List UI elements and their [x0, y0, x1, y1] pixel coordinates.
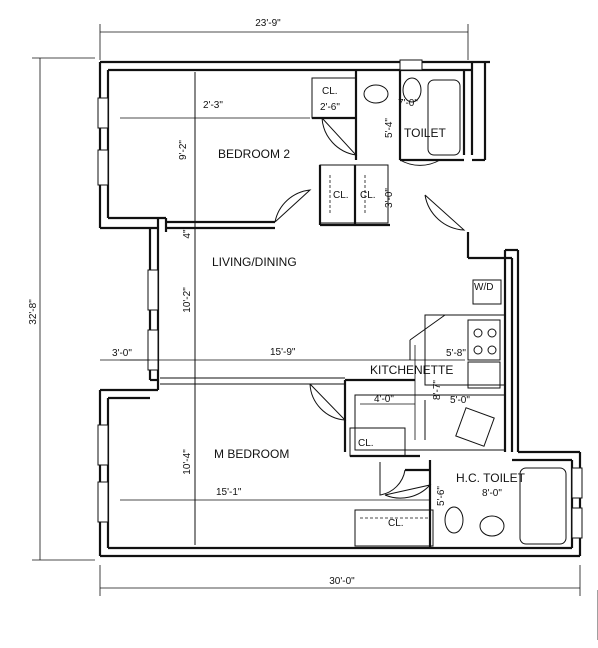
dim-kitchen-depth-b: 8'-7"	[432, 380, 443, 400]
closet-label-3: CL.	[360, 190, 376, 201]
dim-toilet-depth: 5'-4"	[384, 118, 395, 138]
room-label-kitchenette: KITCHENETTE	[370, 363, 453, 377]
room-label-living-dining: LIVING/DINING	[212, 255, 297, 269]
dimension-lines	[32, 24, 598, 640]
room-label-hc-toilet: H.C. TOILET	[456, 471, 526, 485]
interior-walls	[160, 70, 506, 548]
dim-overall-top: 23'-9"	[255, 18, 281, 29]
dim-mbed-width: 15'-1"	[216, 487, 242, 498]
dim-kitchen-counter: 5'-0"	[450, 395, 470, 406]
exterior-walls	[98, 60, 582, 558]
closet-label-4: CL.	[358, 438, 374, 449]
room-label-bedroom2: BEDROOM 2	[218, 147, 290, 161]
closet-label-5: CL.	[388, 518, 404, 529]
dim-hc-closet: 5'-6"	[436, 486, 447, 506]
dim-bedroom2-width: 2'-3"	[203, 100, 223, 111]
dim-living-gap: 4"	[182, 229, 193, 239]
interior-dimension-lines	[100, 117, 465, 501]
dim-hc-width: 8'-0"	[482, 488, 502, 499]
dim-overall-bottom: 30'-0"	[329, 576, 355, 587]
room-label-wd: W/D	[474, 282, 493, 293]
dim-mbed-depth: 10'-4"	[182, 449, 193, 475]
room-label-toilet: TOILET	[404, 126, 446, 140]
labels: 23'-9" 30'-0" 32'-8" BEDROOM 2 LIVING/DI…	[28, 18, 526, 587]
dim-bedroom2-closet: 2'-6"	[320, 102, 340, 113]
doors	[274, 117, 466, 499]
dim-offset-left: 3'-0"	[112, 348, 132, 359]
windows	[97, 59, 583, 539]
dim-kitchen-depth-a: 5'-8"	[446, 348, 466, 359]
dim-toilet-width: 7'-0"	[398, 98, 418, 109]
dim-bedroom2-depth: 9'-2"	[178, 140, 189, 160]
room-label-m-bedroom: M BEDROOM	[214, 447, 289, 461]
dim-living-width: 15'-9"	[270, 347, 296, 358]
closet-label-1: CL.	[322, 86, 338, 97]
dim-hall-closet: 3'-0"	[384, 188, 395, 208]
dim-living-depth: 10'-2"	[182, 287, 193, 313]
fixtures	[363, 77, 567, 545]
dim-kitchen-width: 4'-0"	[374, 394, 394, 405]
closet-label-2: CL.	[333, 190, 349, 201]
dim-overall-height: 32'-8"	[28, 299, 39, 325]
